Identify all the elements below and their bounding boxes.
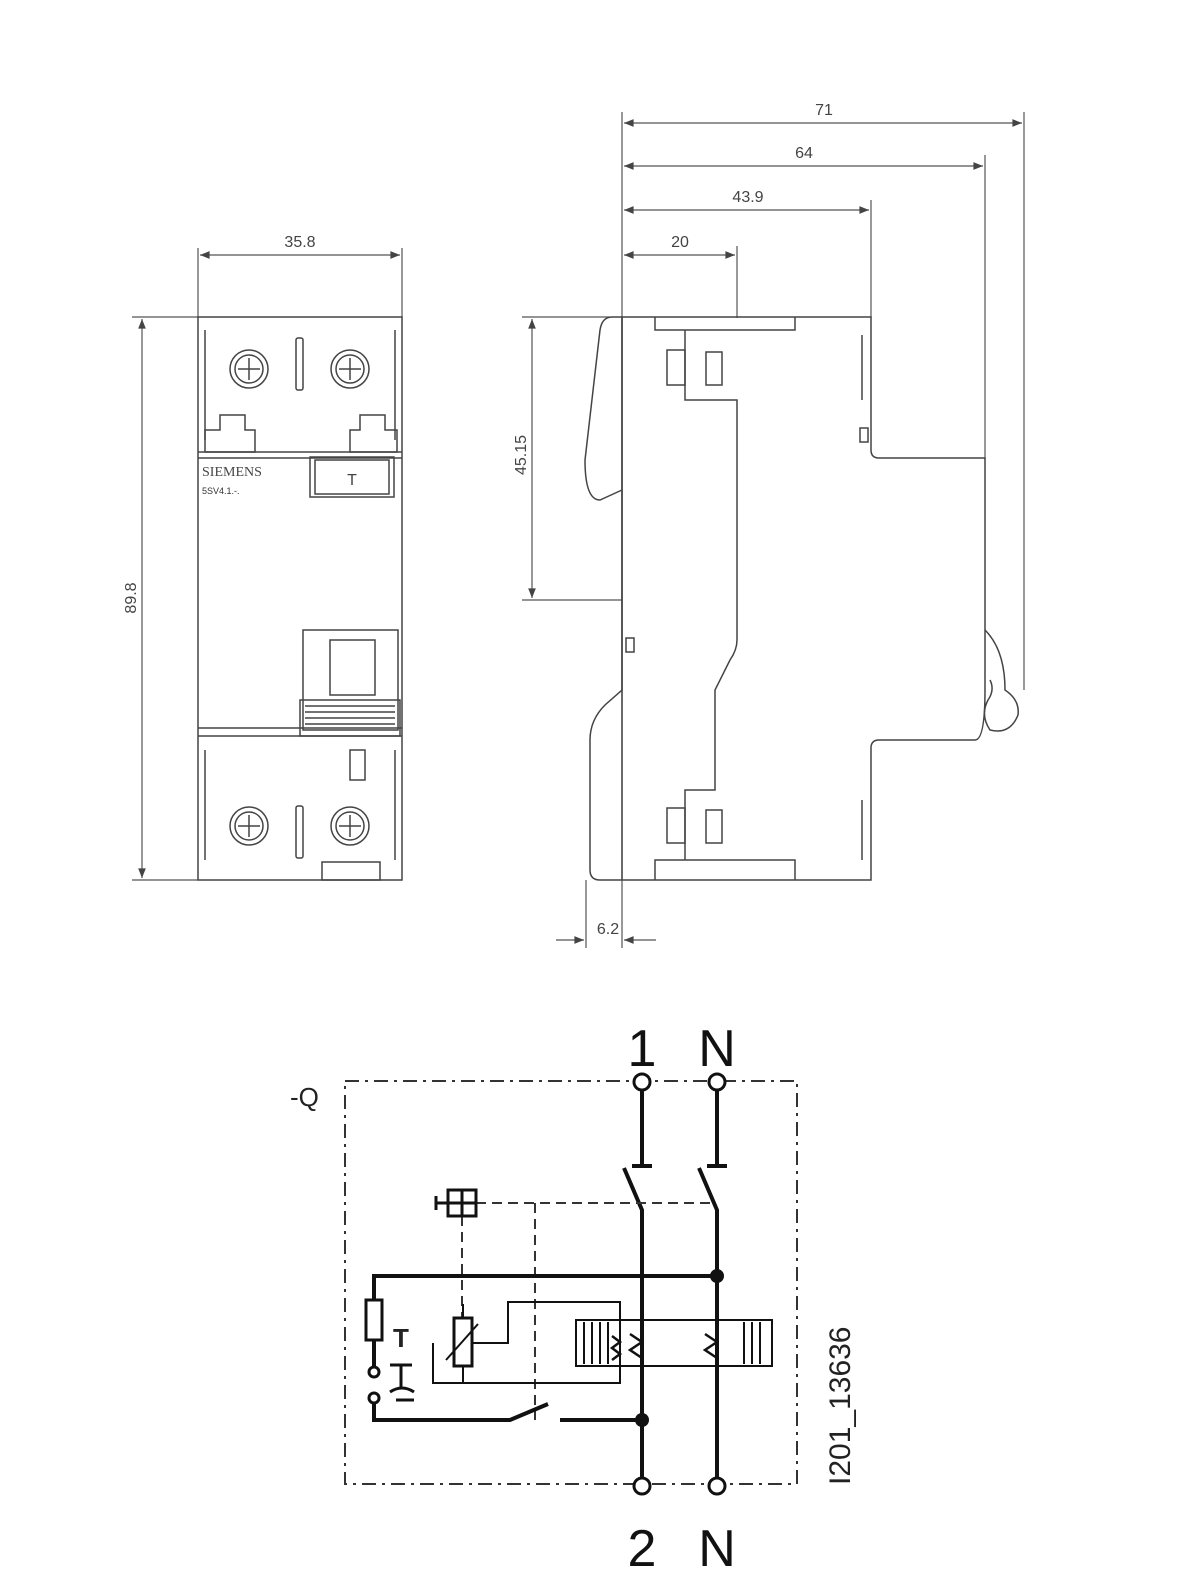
terminal-2-label: 2 bbox=[628, 1520, 657, 1578]
latch-icon bbox=[434, 1188, 478, 1218]
screw-terminal-icon bbox=[229, 349, 269, 389]
dim-side-20: 20 bbox=[671, 234, 689, 251]
dim-side-6-2: 6.2 bbox=[597, 921, 619, 938]
toggle-lever-icon bbox=[983, 629, 1019, 732]
test-label: T bbox=[393, 1323, 409, 1353]
dim-side-45-15: 45.15 bbox=[513, 435, 530, 475]
screw-terminal-icon bbox=[330, 349, 370, 389]
terminal-n-top-label: N bbox=[698, 1020, 736, 1078]
resistor-icon bbox=[364, 1298, 384, 1342]
test-button-glyph: T bbox=[347, 472, 357, 489]
model-label: 5SV4.1.-. bbox=[202, 486, 240, 496]
dim-side-71: 71 bbox=[815, 102, 833, 119]
screw-terminal-icon bbox=[330, 806, 370, 846]
dim-side-64: 64 bbox=[795, 145, 813, 162]
terminal-circle-icon bbox=[632, 1476, 652, 1496]
junction-dot bbox=[710, 1269, 724, 1283]
brand-label: SIEMENS bbox=[202, 465, 262, 480]
terminal-n-bottom-label: N bbox=[698, 1520, 736, 1578]
side-view: 71 64 43.9 20 45.15 6.2 bbox=[513, 102, 1025, 948]
junction-dot bbox=[635, 1413, 649, 1427]
device-ref: -Q bbox=[290, 1082, 319, 1112]
screw-terminal-icon bbox=[229, 806, 269, 846]
dim-front-height: 89.8 bbox=[123, 582, 140, 613]
dim-front-width: 35.8 bbox=[284, 234, 315, 251]
test-pushbutton-icon bbox=[389, 1363, 415, 1402]
front-view: 35.8 89.8 bbox=[123, 234, 403, 881]
current-transformer-icon bbox=[575, 1319, 773, 1367]
drawing-number: I201_13636 bbox=[824, 1327, 857, 1486]
dim-side-43-9: 43.9 bbox=[732, 189, 763, 206]
terminal-1-label: 1 bbox=[628, 1020, 657, 1078]
schematic: -Q 1 N 2 N bbox=[290, 1020, 857, 1578]
terminal-circle-icon bbox=[707, 1072, 727, 1092]
terminal-circle-icon bbox=[632, 1072, 652, 1092]
terminal-circle-icon bbox=[707, 1476, 727, 1496]
